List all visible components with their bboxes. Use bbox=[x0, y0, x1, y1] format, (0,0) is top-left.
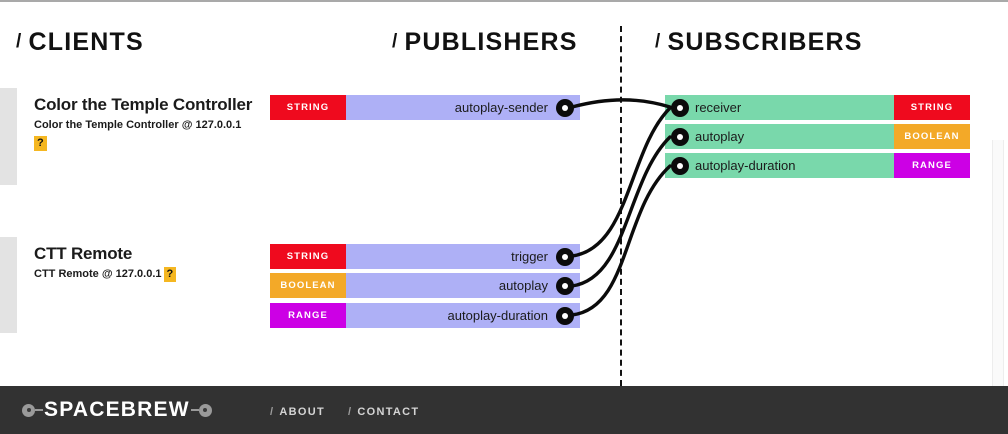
client-address: CTT Remote @ 127.0.0.1? bbox=[34, 267, 266, 282]
brand-name: SPACEBREW bbox=[44, 398, 190, 421]
column-heading-clients-label: CLIENTS bbox=[28, 28, 144, 56]
top-divider-rule bbox=[0, 0, 1008, 2]
type-chip-range: RANGE bbox=[894, 153, 970, 178]
help-badge[interactable]: ? bbox=[34, 136, 47, 151]
publisher-row[interactable]: RANGE autoplay-duration bbox=[270, 303, 580, 328]
subscriber-connection-knob[interactable] bbox=[671, 127, 689, 146]
client-info-block[interactable]: CTT Remote CTT Remote @ 127.0.0.1? bbox=[34, 244, 266, 282]
brand-logo[interactable]: SPACEBREW bbox=[22, 397, 212, 423]
client-address-text: CTT Remote @ 127.0.0.1 bbox=[34, 268, 162, 280]
brand-right-dot-icon bbox=[198, 403, 212, 417]
brand-left-dot-icon bbox=[22, 403, 35, 417]
column-heading-subscribers: /SUBSCRIBERS bbox=[655, 28, 863, 57]
footer-link-about[interactable]: / ABOUT bbox=[270, 406, 325, 418]
subscriber-bar bbox=[665, 153, 894, 178]
subscriber-name: autoplay-duration bbox=[695, 158, 796, 173]
footer-link-about-label: ABOUT bbox=[279, 406, 325, 418]
publisher-name: trigger bbox=[511, 249, 548, 264]
footer-bar: SPACEBREW /ABOUT /CONTACT DEVELOPED BY L… bbox=[0, 386, 1008, 434]
subscriber-row[interactable]: autoplay-duration RANGE bbox=[665, 153, 970, 178]
type-chip-boolean: BOOLEAN bbox=[894, 124, 970, 149]
brand-left-connector-icon bbox=[35, 409, 43, 411]
publisher-name: autoplay-duration bbox=[447, 308, 548, 323]
publisher-name: autoplay bbox=[498, 278, 548, 293]
publisher-row[interactable]: BOOLEAN autoplay bbox=[270, 273, 580, 298]
brand-right-connector-icon bbox=[190, 409, 199, 411]
type-chip-string: STRING bbox=[270, 244, 346, 269]
column-heading-subscribers-label: SUBSCRIBERS bbox=[667, 28, 863, 56]
subscriber-row[interactable]: autoplay BOOLEAN bbox=[665, 124, 970, 149]
subscriber-row[interactable]: receiver STRING bbox=[665, 95, 970, 120]
client-tab-handle[interactable] bbox=[0, 88, 17, 185]
publisher-connection-knob[interactable] bbox=[556, 98, 574, 117]
publisher-row[interactable]: STRING autoplay-sender bbox=[270, 95, 580, 120]
client-name: CTT Remote bbox=[34, 244, 133, 263]
subscriber-name: receiver bbox=[695, 100, 742, 115]
help-badge[interactable]: ? bbox=[163, 267, 177, 282]
vertical-scrollbar[interactable] bbox=[992, 140, 1004, 388]
publisher-row[interactable]: STRING trigger bbox=[270, 244, 580, 269]
connection-wires-layer bbox=[570, 98, 672, 317]
slash-glyph: / bbox=[16, 31, 23, 52]
column-heading-publishers-label: PUBLISHERS bbox=[404, 28, 578, 56]
subscriber-bar bbox=[665, 124, 894, 149]
column-heading-publishers: /PUBLISHERS bbox=[392, 28, 578, 57]
subscriber-name: autoplay bbox=[695, 129, 745, 144]
publisher-name: autoplay-sender bbox=[454, 100, 548, 115]
publisher-connection-knob[interactable] bbox=[556, 276, 574, 295]
slash-glyph: / bbox=[270, 406, 275, 418]
subscriber-bar bbox=[665, 95, 894, 120]
type-chip-range: RANGE bbox=[270, 303, 346, 328]
footer-link-contact-label: CONTACT bbox=[357, 406, 420, 418]
slash-glyph: / bbox=[348, 406, 353, 418]
column-divider-dashed-line bbox=[620, 26, 622, 386]
client-address: Color the Temple Controller @ 127.0.0.1 bbox=[34, 119, 242, 131]
type-chip-string: STRING bbox=[270, 95, 346, 120]
subscriber-connection-knob[interactable] bbox=[671, 98, 689, 117]
slash-glyph: / bbox=[392, 31, 399, 52]
publisher-connection-knob[interactable] bbox=[556, 306, 574, 325]
column-heading-clients: /CLIENTS bbox=[16, 28, 144, 57]
subscriber-connection-knob[interactable] bbox=[671, 156, 689, 175]
client-tab-handle[interactable] bbox=[0, 237, 17, 333]
type-chip-string: STRING bbox=[894, 95, 970, 120]
slash-glyph: / bbox=[655, 31, 662, 52]
type-chip-boolean: BOOLEAN bbox=[270, 273, 346, 298]
client-name: Color the Temple Controller bbox=[34, 95, 253, 114]
publisher-connection-knob[interactable] bbox=[556, 247, 574, 266]
footer-link-contact[interactable]: / CONTACT bbox=[348, 406, 419, 418]
client-info-block[interactable]: Color the Temple Controller Color the Te… bbox=[34, 95, 266, 151]
